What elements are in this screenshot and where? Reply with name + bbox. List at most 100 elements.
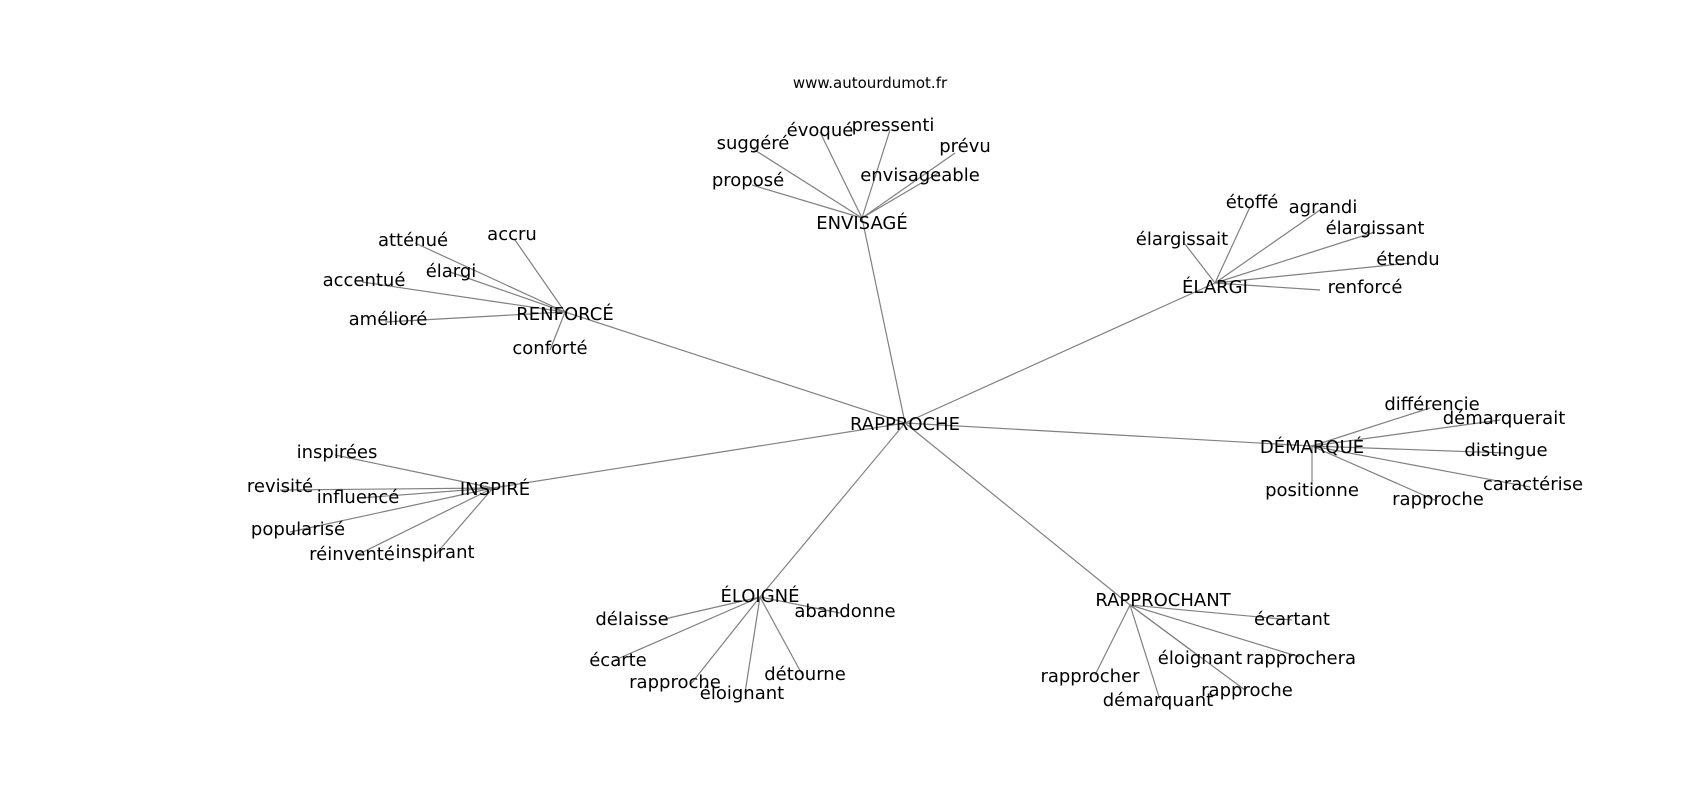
edge-hub-to-word [361, 281, 566, 313]
edge-hub-to-word [549, 311, 566, 351]
edge-hub-to-word [759, 596, 841, 614]
edge-hub-to-word [1311, 419, 1501, 447]
edge-hub-to-word [1311, 445, 1531, 488]
hub-node: DÉMARQUÉ [1260, 436, 1364, 458]
edge-hub-to-word [1214, 206, 1251, 284]
word-node: amélioré [349, 309, 428, 330]
word-node: prévu [939, 136, 991, 157]
word-node: influencé [317, 487, 400, 508]
word-node: délaisse [595, 609, 668, 630]
word-node: rapprochera [1246, 648, 1356, 669]
edge-hub-to-word [689, 596, 761, 686]
edge-center-to-hub [904, 422, 1131, 606]
center-node: RAPPROCHE [850, 414, 960, 435]
hub-node: RAPPROCHANT [1095, 590, 1231, 611]
word-node: élargi [426, 261, 477, 282]
edge-hub-to-word [1184, 243, 1216, 284]
source-watermark: www.autourdumot.fr [793, 74, 948, 92]
edge-hub-to-word [1129, 604, 1301, 658]
edge-hub-to-word [1311, 407, 1431, 447]
word-node: écarte [589, 650, 647, 671]
word-node: réinventé [309, 544, 395, 565]
edge-hub-to-word [861, 129, 891, 219]
edge-hub-to-word [359, 487, 494, 499]
edge-hub-to-word [1094, 604, 1131, 676]
edge-hub-to-word [434, 487, 494, 556]
edge-hub-to-word [1311, 445, 1438, 502]
word-node: différencie [1384, 394, 1479, 415]
hub-node: ÉLOIGNÉ [720, 585, 799, 607]
word-node: caractérise [1483, 474, 1583, 495]
word-node: rapproche [629, 672, 721, 693]
edge-center-to-hub [861, 217, 906, 424]
word-node: étoffé [1226, 192, 1279, 213]
word-node: élargissant [1326, 218, 1425, 239]
hub-node: INSPIRÉ [460, 478, 530, 500]
edge-hub-to-word [1129, 604, 1161, 701]
word-node: écartant [1254, 609, 1330, 630]
edge-hub-to-word [334, 454, 494, 489]
word-node: inspirant [395, 542, 474, 563]
edge-hub-to-word [749, 146, 863, 219]
edge-hub-to-word [384, 311, 566, 323]
edge-hub-to-word [861, 171, 941, 219]
edge-hub-to-word [614, 596, 761, 661]
word-node: abandonne [794, 601, 895, 622]
edge-center-to-hub [759, 422, 906, 598]
edge-hub-to-word [279, 487, 494, 491]
edge-hub-to-word [659, 596, 761, 621]
edge-hub-to-word [1214, 282, 1321, 291]
word-node: rapproche [1201, 680, 1293, 701]
word-node: démarquerait [1443, 408, 1566, 429]
edge-hub-to-word [819, 131, 863, 219]
edge-hub-to-word [1214, 231, 1376, 284]
word-node: distingue [1464, 440, 1547, 461]
word-node: agrandi [1289, 197, 1358, 218]
edge-hub-to-word [514, 239, 566, 313]
edge-center-to-hub [492, 422, 906, 489]
edge-center-to-hub [564, 311, 906, 424]
edge-hub-to-word [751, 184, 863, 219]
edge-center-to-hub [904, 422, 1313, 447]
edge-hub-to-word [1214, 209, 1321, 284]
word-node: étendu [1376, 249, 1439, 270]
edge-hub-to-word [1311, 445, 1506, 454]
edge-center-to-hub [904, 282, 1216, 424]
edge-hub-to-word [414, 242, 566, 313]
word-node: démarquant [1103, 690, 1213, 711]
word-node: rapproche [1392, 489, 1484, 510]
word-node: atténué [378, 230, 448, 251]
word-node: popularisé [251, 519, 345, 540]
word-node: éloignant [1158, 648, 1242, 669]
hub-node: RENFORCÉ [516, 303, 613, 325]
word-node: envisageable [860, 165, 980, 186]
word-node: accentué [323, 270, 406, 291]
edge-hub-to-word [449, 271, 566, 313]
edge-hub-to-word [744, 596, 761, 694]
edge-hub-to-word [759, 596, 804, 677]
word-node: accru [487, 224, 537, 245]
hub-node: ENVISAGÉ [816, 212, 908, 234]
word-node: détourne [764, 664, 846, 685]
word-node: pressenti [852, 115, 935, 136]
edge-hub-to-word [1129, 604, 1293, 621]
word-node: éloignant [700, 683, 784, 704]
word-node: rapprocher [1040, 666, 1140, 687]
word-node: conforté [512, 338, 587, 359]
word-node: élargissait [1136, 229, 1228, 250]
word-node: suggéré [717, 133, 790, 154]
edge-hub-to-word [354, 487, 494, 557]
word-node: renforcé [1328, 277, 1403, 298]
word-node: revisité [247, 476, 313, 497]
graph-edges [279, 129, 1531, 701]
word-node: positionne [1265, 480, 1359, 501]
edge-hub-to-word [861, 152, 956, 219]
edge-hub-to-word [1214, 262, 1411, 284]
edge-hub-to-word [1129, 604, 1246, 691]
word-node: inspirées [297, 442, 378, 463]
edge-hub-to-word [289, 487, 494, 533]
word-node: proposé [712, 170, 784, 191]
hub-node: ÉLARGI [1182, 276, 1248, 298]
